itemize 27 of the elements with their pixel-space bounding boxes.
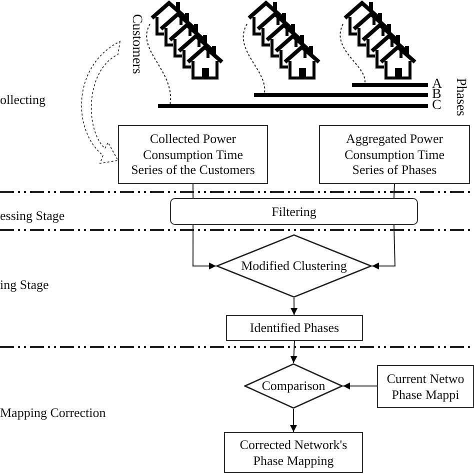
arrow bbox=[342, 382, 378, 390]
customers-label: Customers bbox=[128, 14, 144, 74]
block-arrow bbox=[81, 41, 120, 164]
dotted-connector bbox=[146, 24, 171, 104]
arrow bbox=[290, 408, 297, 432]
dotted-connector bbox=[340, 24, 366, 84]
arrow bbox=[290, 298, 298, 316]
process-box: Collected Power Consumption Time Series of the Customers bbox=[118, 125, 268, 184]
phases-label: Phases bbox=[452, 78, 468, 116]
dotted-connector bbox=[242, 24, 266, 94]
decision-diamond: Modified Clustering bbox=[216, 234, 372, 298]
process-box: Corrected Network's Phase Mapping bbox=[224, 432, 363, 473]
process-box: Aggregated Power Consumption Time Series of Phases bbox=[319, 125, 470, 184]
arrow bbox=[372, 224, 396, 270]
connector-line bbox=[192, 184, 194, 198]
stage-label: Mapping Correction bbox=[0, 405, 106, 421]
process-box: Identified Phases bbox=[226, 315, 363, 341]
stage-label: essing Stage bbox=[0, 208, 65, 224]
decision-diamond: Comparison bbox=[244, 363, 343, 409]
stage-label: ollecting bbox=[0, 92, 46, 108]
phase-letter: C bbox=[432, 98, 442, 114]
stage-label: ing Stage bbox=[0, 277, 49, 293]
process-box: Current Netwo Phase Mappi bbox=[377, 365, 474, 408]
process-box: Filtering bbox=[170, 198, 418, 225]
connector-line bbox=[393, 184, 395, 198]
arrow bbox=[192, 224, 216, 270]
arrow bbox=[290, 340, 298, 364]
